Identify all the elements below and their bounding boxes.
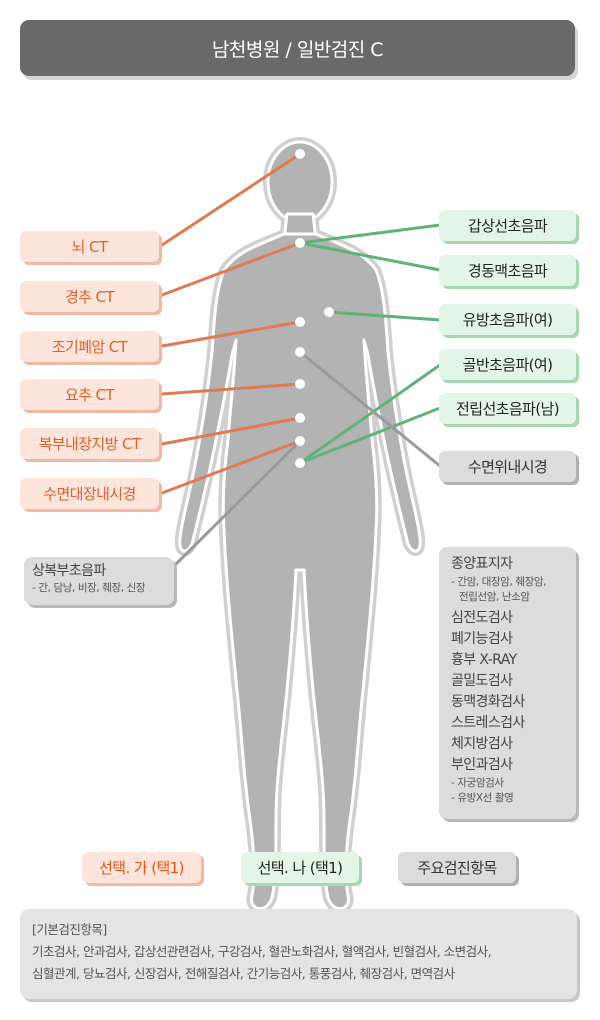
item-brain-ct: 뇌 CT [20,231,159,262]
item-gastroscopy: 수면위내시경 [439,451,576,482]
point-chest [295,317,305,327]
legend-main-items: 주요검진항목 [398,852,516,883]
point-neck [295,238,305,248]
item-visceral-fat-ct: 복부내장지방 CT [20,428,159,459]
point-stomach [295,347,305,357]
item-thyroid-us: 갑상선초음파 [439,210,576,241]
connector-pelvic [298,363,442,465]
point-abdomen [295,413,305,423]
abdomen-us-box: 상복부초음파 - 간, 담낭, 비장, 췌장, 신장 [24,557,174,605]
point-head [295,149,305,159]
item-prostate-us: 전립선초음파(남) [439,393,576,424]
main-item: 흉부 X-RAY [451,652,517,668]
main-item: 심전도검사 [451,610,513,626]
gyn-detail-1: - 자궁암검사 [451,777,504,789]
abdomen-us-detail: - 간, 담낭, 비장, 췌장, 신장 [32,582,146,594]
tumor-marker-title: 종양표지자 [451,556,513,572]
connector-gastroscopy [298,350,442,468]
connector-brain [160,152,302,247]
connector-carotid [298,241,442,272]
connector-visceral-fat [160,416,302,446]
connector-prostate [298,406,442,465]
basic-items-line-1: 기초검사, 안과검사, 갑상선관련검사, 구강검사, 혈관노화검사, 혈액검사,… [32,944,492,959]
abdomen-us-title: 상복부초음파 [32,563,106,579]
connector-abdomen-us [170,439,302,570]
main-item: 동맥경화검사 [451,694,525,710]
tumor-marker-detail-1: - 간암, 대장암, 췌장암, [451,576,547,588]
main-item: 스트레스검사 [451,715,525,731]
connector-lumbar [160,382,302,396]
item-lung-cancer-ct: 조기폐암 CT [20,331,159,362]
connector-cervical [160,241,302,297]
basic-items-title: [기본검진항목] [32,922,107,937]
point-lumbar [295,379,305,389]
point-breast [324,307,334,317]
item-cervical-ct: 경추 CT [20,281,159,312]
item-breast-us: 유방초음파(여) [439,304,576,335]
connector-lung [160,320,302,348]
legend-choice-a: 선택. 가 (택1) [82,852,201,883]
basic-items-box: [기본검진항목] 기초검사, 안과검사, 갑상선관련검사, 구강검사, 혈관노화… [20,909,577,999]
page-title: 남천병원 / 일반검진 C [20,20,575,76]
item-carotid-us: 경동맥초음파 [439,255,576,286]
main-item: 폐기능검사 [451,631,513,647]
connector-colonoscopy [160,439,302,495]
main-item: 부인과검사 [451,757,513,773]
tumor-marker-detail-2: 전립선암, 난소암 [459,591,530,603]
point-pelvis [295,458,305,468]
item-lumbar-ct: 요추 CT [20,379,159,410]
main-items-box: 종양표지자 - 간암, 대장암, 췌장암, 전립선암, 난소암 심전도검사 폐기… [439,547,576,819]
gyn-detail-2: - 유방X선 촬영 [451,792,514,804]
point-lower-abdomen [295,436,305,446]
legend-choice-b: 선택. 나 (택1) [241,852,359,883]
connector-thyroid [298,223,442,245]
basic-items-line-2: 심혈관계, 당뇨검사, 신장검사, 전해질검사, 간기능검사, 통풍검사, 췌장… [32,966,455,981]
item-pelvic-us: 골반초음파(여) [439,349,576,380]
connector-breast [327,310,442,322]
main-item: 골밀도검사 [451,673,513,689]
item-colonoscopy: 수면대장내시경 [20,478,159,509]
main-item: 체지방검사 [451,736,513,752]
